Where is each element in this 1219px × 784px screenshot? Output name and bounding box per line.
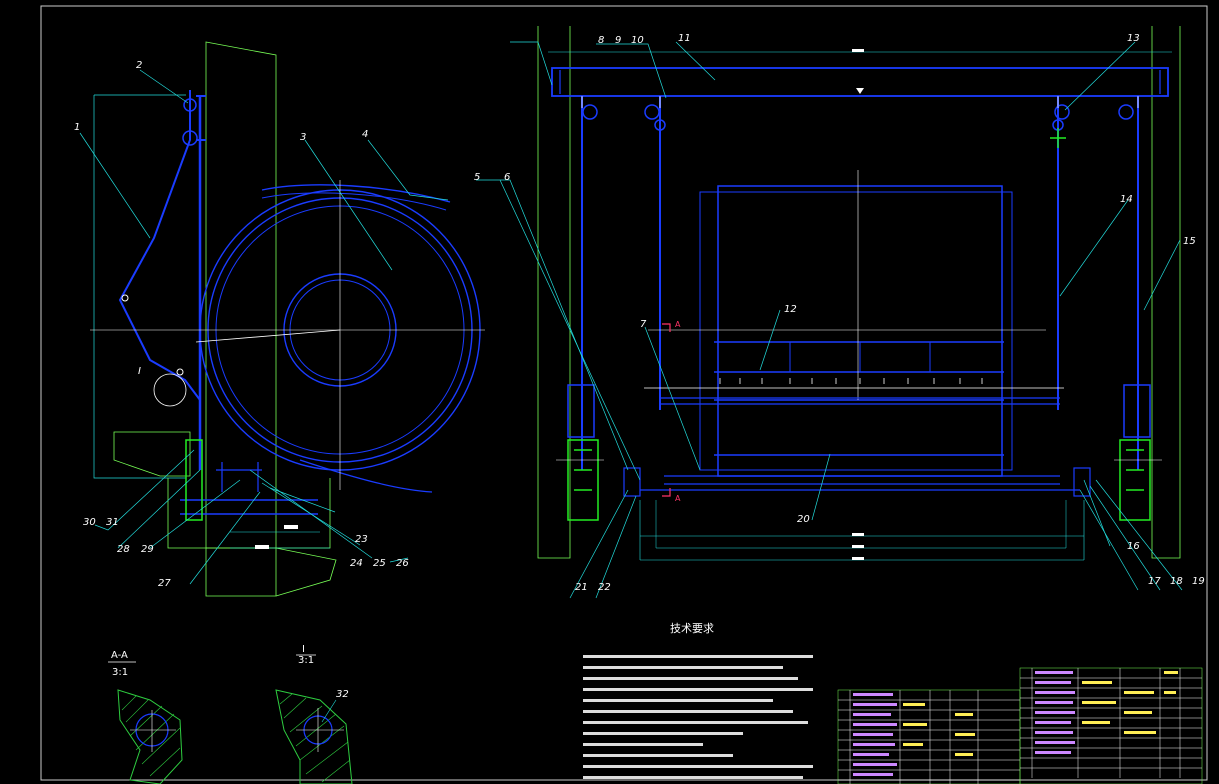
balloon-25: 25 [373, 558, 386, 569]
parts-list-right [1019, 667, 1203, 784]
balloon-2: 2 [136, 60, 142, 71]
side-view [90, 41, 485, 597]
detail-i-title: I [302, 644, 305, 655]
balloon-32: 32 [336, 689, 349, 700]
balloon-23: 23 [355, 534, 368, 545]
balloon-30: 30 [83, 517, 96, 528]
balloon-31: 31 [106, 517, 119, 528]
balloon-18: 18 [1170, 576, 1183, 587]
balloon-16: 16 [1127, 541, 1140, 552]
balloon-3: 3 [300, 132, 306, 143]
balloon-14: 14 [1120, 194, 1133, 205]
balloon-22: 22 [598, 582, 611, 593]
balloon-29: 29 [141, 544, 154, 555]
balloon-24: 24 [350, 558, 363, 569]
balloon-17: 17 [1148, 576, 1161, 587]
drawing-border [40, 5, 1208, 781]
parts-list-left-cells [853, 693, 897, 776]
section-a-a-title: A-A [111, 650, 128, 661]
side-view-balloons [79, 69, 449, 585]
balloon-5: 5 [474, 172, 480, 183]
section-a-a-view [108, 661, 183, 784]
balloon-7: 7 [640, 319, 647, 330]
tech-requirements-text-lines [583, 655, 813, 779]
parts-list-right-cells-yellow [1082, 671, 1178, 734]
balloon-27: 27 [158, 578, 171, 589]
balloon-4: 4 [362, 129, 368, 140]
section-cut-mark-bottom: A [675, 494, 681, 503]
balloon-8: 8 [598, 35, 604, 46]
balloon-6: 6 [504, 172, 510, 183]
parts-list-left-cells-yellow [903, 703, 975, 756]
balloon-15: 15 [1183, 236, 1196, 247]
balloon-19: 19 [1192, 576, 1205, 587]
parts-list-right-cells [1035, 671, 1075, 754]
balloon-9: 9 [615, 35, 621, 46]
detail-i-scale: 3:1 [298, 655, 314, 666]
balloon-13: 13 [1127, 33, 1140, 44]
front-view-balloons [476, 41, 1183, 599]
balloon-26: 26 [396, 558, 409, 569]
balloon-28: 28 [117, 544, 130, 555]
balloon-12: 12 [784, 304, 797, 315]
balloon-20: 20 [797, 514, 810, 525]
balloon-11: 11 [678, 33, 691, 44]
detail-i-view [275, 654, 353, 784]
balloon-10: 10 [631, 35, 644, 46]
tech-requirements-title: 技术要求 [670, 622, 714, 635]
front-view [537, 26, 1181, 561]
balloon-1: 1 [74, 122, 80, 133]
section-cut-mark-top: A [675, 320, 681, 329]
balloon-detail-i-callout: I [138, 366, 141, 377]
section-a-a-scale: 3:1 [112, 667, 128, 678]
balloon-21: 21 [575, 582, 588, 593]
